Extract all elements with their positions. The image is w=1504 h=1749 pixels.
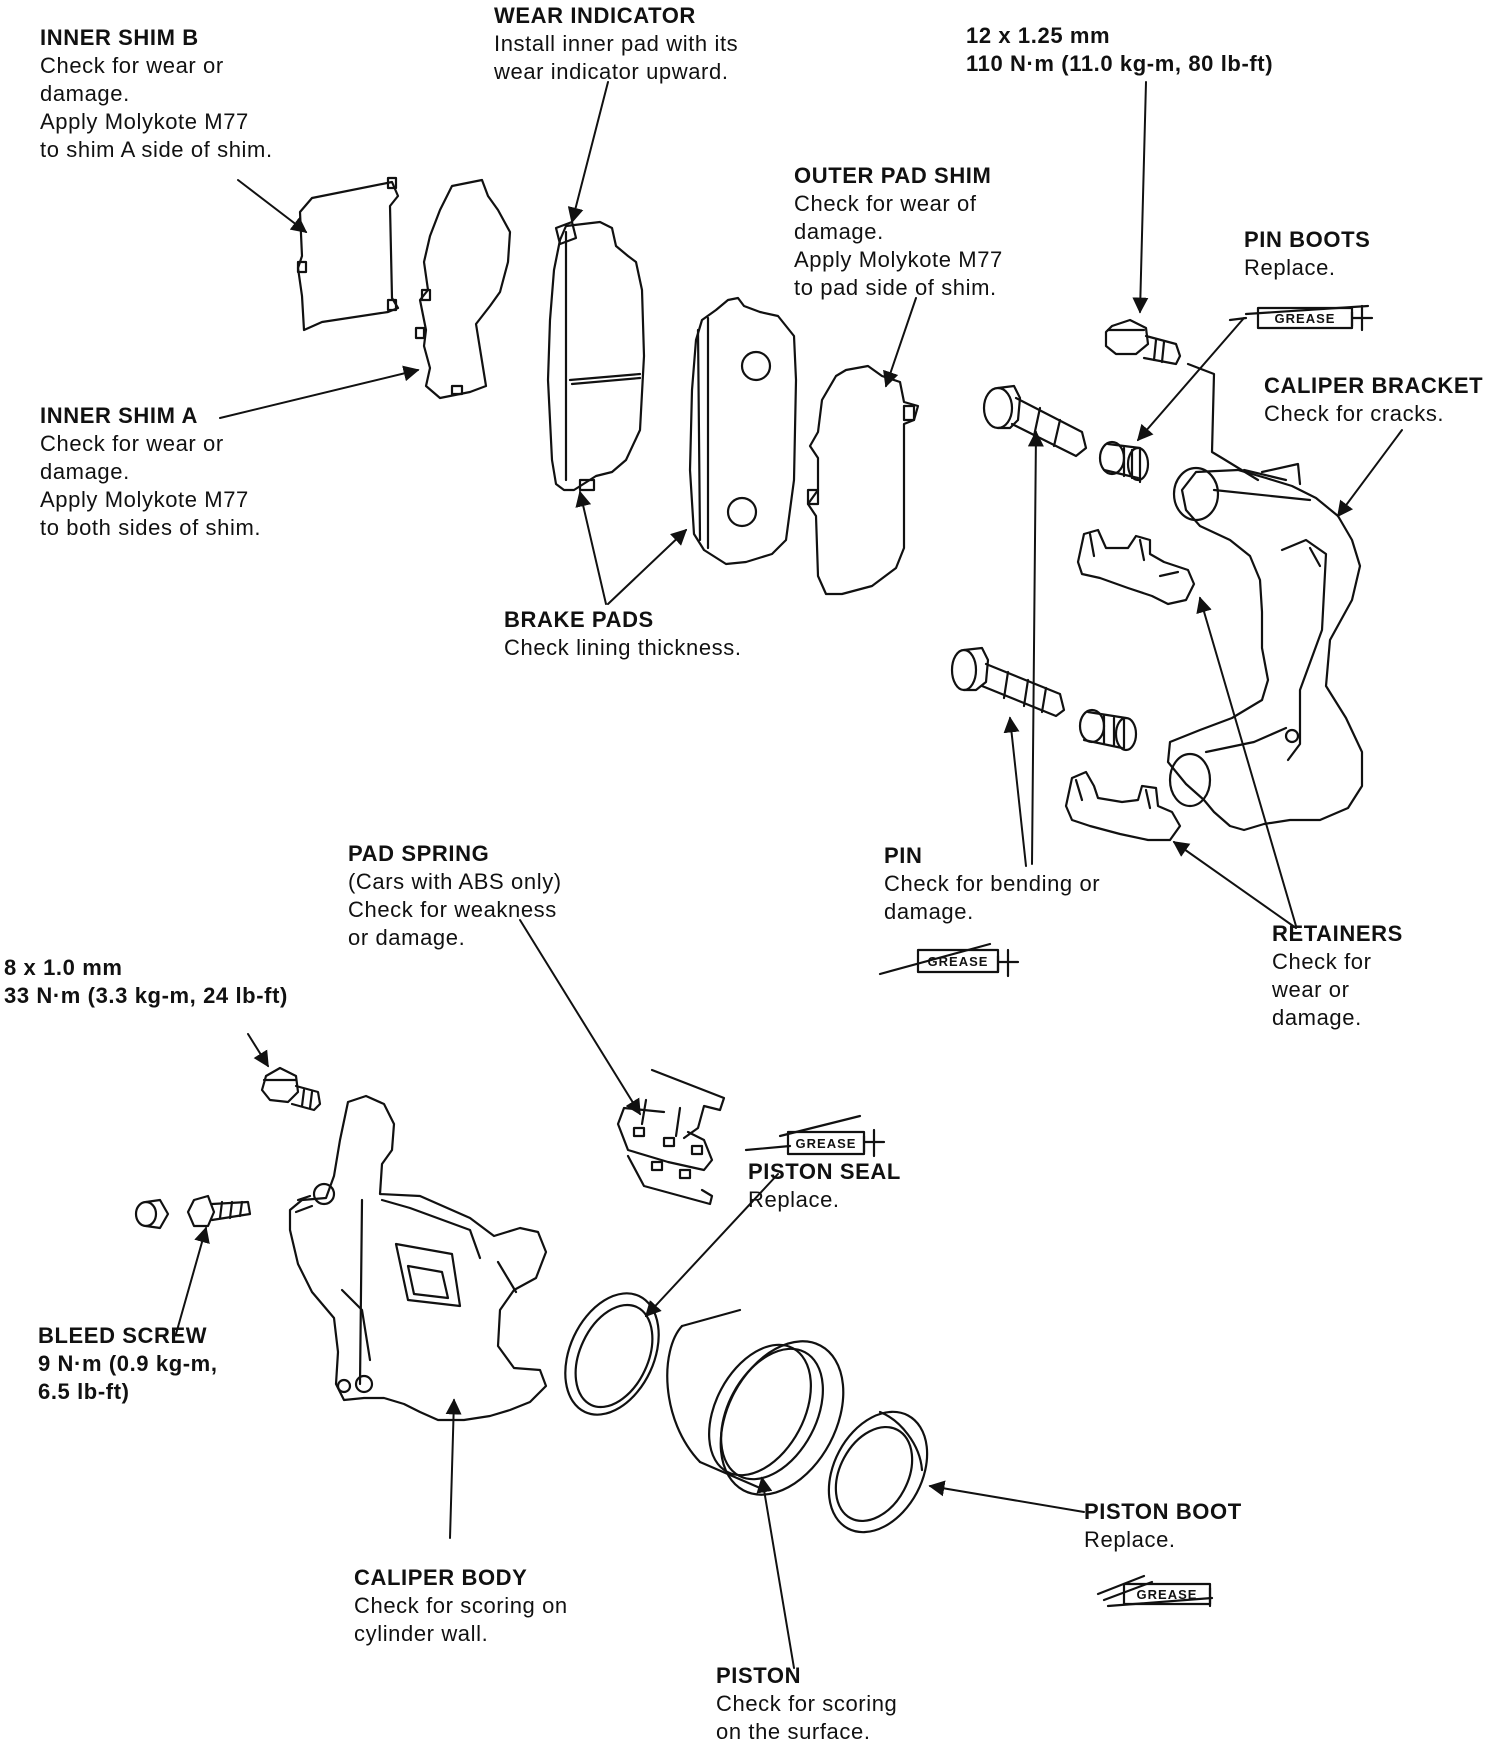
pin-title: PIN xyxy=(884,843,923,868)
bracket-bolt-part xyxy=(1104,318,1182,366)
caliper-bolt-size: 8 x 1.0 mm xyxy=(4,955,123,980)
grease-tag-pin-text: GREASE xyxy=(928,954,989,969)
inner-shim-a-line: to both sides of shim. xyxy=(40,515,262,540)
upper-retainer-part xyxy=(1076,528,1196,606)
piston-seal-label: PISTON SEAL Replace. xyxy=(748,1158,901,1214)
piston-boot-part xyxy=(827,1410,929,1534)
inner-shim-a-line: Check for wear or xyxy=(40,431,224,456)
wear-indicator-title: WEAR INDICATOR xyxy=(494,3,696,28)
caliper-bracket-part xyxy=(1166,462,1364,832)
pad-spring-line: or damage. xyxy=(348,925,466,950)
outer-pad-shim-line: to pad side of shim. xyxy=(794,275,997,300)
piston-boot-line: Replace. xyxy=(1084,1527,1176,1552)
lower-pin-boot-part xyxy=(1078,708,1138,752)
outer-pad-shim-line: Apply Molykote M77 xyxy=(794,247,1003,272)
piston-boot-label: PISTON BOOT Replace. xyxy=(1084,1498,1242,1554)
wear-indicator-line: Install inner pad with its xyxy=(494,31,739,56)
caliper-body-label: CALIPER BODY Check for scoring on cylind… xyxy=(354,1564,568,1648)
pad-spring-title: PAD SPRING xyxy=(348,841,490,866)
wear-indicator-label: WEAR INDICATOR Install inner pad with it… xyxy=(494,2,738,86)
inner-shim-b-line: to shim A side of shim. xyxy=(40,137,273,162)
caliper-bracket-label: CALIPER BRACKET Check for cracks. xyxy=(1264,372,1483,428)
pad-spring-line: (Cars with ABS only) xyxy=(348,869,562,894)
pin-boots-label: PIN BOOTS Replace. xyxy=(1244,226,1370,282)
inner-shim-a-line: damage. xyxy=(40,459,130,484)
pad-spring-part xyxy=(616,1068,726,1206)
retainers-line: damage. xyxy=(1272,1005,1362,1030)
inner-brake-pad-part xyxy=(546,220,646,492)
upper-pin-boot-part xyxy=(1098,440,1150,484)
piston-part xyxy=(666,1308,845,1496)
bleed-screw-label: BLEED SCREW 9 N·m (0.9 kg-m, 6.5 lb-ft) xyxy=(38,1322,218,1406)
grease-tag-seal-text: GREASE xyxy=(796,1136,857,1151)
bracket-bolt-size: 12 x 1.25 mm xyxy=(966,23,1111,48)
caliper-bolt-part xyxy=(260,1066,322,1112)
outer-pad-shim-part xyxy=(806,364,920,596)
caliper-body-line: cylinder wall. xyxy=(354,1621,489,1646)
inner-shim-a-line: Apply Molykote M77 xyxy=(40,487,249,512)
bleed-screw-torque: 9 N·m (0.9 kg-m, xyxy=(38,1351,218,1376)
bracket-bolt-spec-label: 12 x 1.25 mm 110 N·m (11.0 kg-m, 80 lb-f… xyxy=(966,22,1273,78)
caliper-bolt-spec-label: 8 x 1.0 mm 33 N·m (3.3 kg-m, 24 lb-ft) xyxy=(4,954,288,1010)
outer-brake-pad-part xyxy=(688,296,798,566)
outer-pad-shim-label: OUTER PAD SHIM Check for wear of damage.… xyxy=(794,162,1003,302)
retainers-title: RETAINERS xyxy=(1272,921,1403,946)
bracket-bolt-torque: 110 N·m (11.0 kg-m, 80 lb-ft) xyxy=(966,51,1274,76)
outer-pad-shim-line: Check for wear of xyxy=(794,191,977,216)
inner-shim-b-line: damage. xyxy=(40,81,130,106)
caliper-body-part xyxy=(288,1094,548,1422)
grease-tag-seal xyxy=(744,1114,886,1158)
caliper-bracket-line: Check for cracks. xyxy=(1264,401,1445,426)
piston-title: PISTON xyxy=(716,1663,802,1688)
grease-tag-boot xyxy=(1096,1574,1214,1608)
piston-seal-part xyxy=(564,1292,660,1416)
inner-shim-b-line: Check for wear or xyxy=(40,53,224,78)
grease-tag-texts: GREASE GREASE GREASE GREASE xyxy=(796,311,1336,1602)
brake-pads-title: BRAKE PADS xyxy=(504,607,654,632)
inner-shim-b-title: INNER SHIM B xyxy=(40,25,199,50)
inner-shim-a-part xyxy=(414,178,512,400)
grease-tag-pin xyxy=(878,942,1020,978)
piston-boot-title: PISTON BOOT xyxy=(1084,1499,1242,1524)
grease-tag-boot-text: GREASE xyxy=(1137,1587,1198,1602)
piston-label: PISTON Check for scoring on the surface. xyxy=(716,1662,897,1746)
pin-boots-title: PIN BOOTS xyxy=(1244,227,1371,252)
pad-spring-label: PAD SPRING (Cars with ABS only) Check fo… xyxy=(348,840,562,952)
outer-pad-shim-line: damage. xyxy=(794,219,884,244)
retainers-label: RETAINERS Check for wear or damage. xyxy=(1272,920,1403,1032)
piston-seal-line: Replace. xyxy=(748,1187,840,1212)
pin-line: Check for bending or xyxy=(884,871,1101,896)
bleed-screw-part xyxy=(134,1194,252,1230)
pin-line: damage. xyxy=(884,899,974,924)
pin-boots-line: Replace. xyxy=(1244,255,1336,280)
lower-pin-part xyxy=(950,646,1066,718)
pin-label: PIN Check for bending or damage. xyxy=(884,842,1100,926)
inner-shim-a-label: INNER SHIM A Check for wear or damage. A… xyxy=(40,402,261,542)
piston-seal-title: PISTON SEAL xyxy=(748,1159,901,1184)
retainers-line: Check for xyxy=(1272,949,1372,974)
brake-pads-label: BRAKE PADS Check lining thickness. xyxy=(504,606,742,662)
inner-shim-a-title: INNER SHIM A xyxy=(40,403,198,428)
bleed-screw-title: BLEED SCREW xyxy=(38,1323,208,1348)
brake-pads-line: Check lining thickness. xyxy=(504,635,742,660)
outer-pad-shim-title: OUTER PAD SHIM xyxy=(794,163,992,188)
wear-indicator-line: wear indicator upward. xyxy=(494,59,729,84)
retainers-line: wear or xyxy=(1272,977,1350,1002)
caliper-bolt-torque: 33 N·m (3.3 kg-m, 24 lb-ft) xyxy=(4,983,288,1008)
inner-shim-b-label: INNER SHIM B Check for wear or damage. A… xyxy=(40,24,273,164)
piston-line: on the surface. xyxy=(716,1719,871,1744)
leader-lines xyxy=(175,81,1403,1669)
pad-spring-line: Check for weakness xyxy=(348,897,557,922)
caliper-bracket-title: CALIPER BRACKET xyxy=(1264,373,1484,398)
grease-tag-top-text: GREASE xyxy=(1275,311,1336,326)
bleed-screw-torque: 6.5 lb-ft) xyxy=(38,1379,130,1404)
piston-line: Check for scoring xyxy=(716,1691,898,1716)
inner-shim-b-line: Apply Molykote M77 xyxy=(40,109,249,134)
inner-shim-b-part xyxy=(296,176,400,332)
caliper-body-line: Check for scoring on xyxy=(354,1593,568,1618)
caliper-body-title: CALIPER BODY xyxy=(354,1565,528,1590)
lower-retainer-part xyxy=(1064,770,1182,842)
